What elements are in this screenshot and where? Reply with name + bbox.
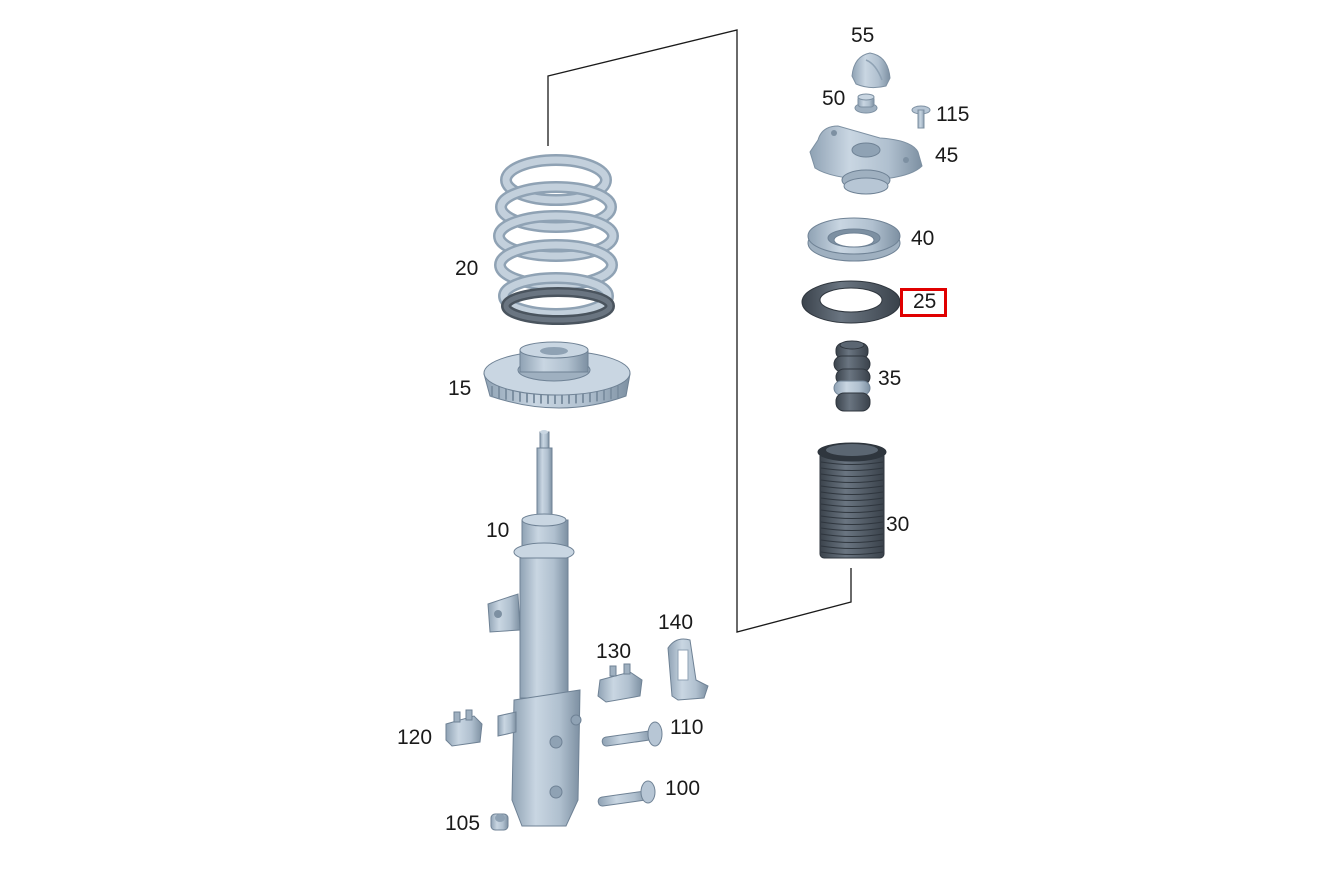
- bolt-100-part: [597, 780, 656, 807]
- part-label-15[interactable]: 15: [448, 377, 472, 400]
- part-label-30[interactable]: 30: [886, 513, 910, 536]
- part-label-105[interactable]: 105: [445, 812, 481, 835]
- part-label-110[interactable]: 110: [670, 716, 704, 739]
- part-label-45[interactable]: 45: [935, 144, 959, 167]
- nut-105-part: [490, 813, 509, 831]
- part-label-40[interactable]: 40: [911, 227, 935, 250]
- part-label-25-highlighted[interactable]: 25: [900, 288, 948, 317]
- cap-part: [851, 52, 891, 89]
- part-label-35[interactable]: 35: [878, 367, 902, 390]
- strut-mount-part: [809, 125, 923, 195]
- spring-seat-part: [483, 341, 631, 409]
- clip-130-part: [597, 663, 643, 703]
- coil-spring-part: [493, 154, 619, 325]
- part-label-50[interactable]: 50: [822, 87, 846, 110]
- dust-boot-part: [817, 442, 887, 559]
- screw-part: [911, 105, 931, 129]
- part-label-55[interactable]: 55: [851, 24, 875, 47]
- clip-120-part: [445, 709, 517, 747]
- bearing-part: [807, 217, 901, 262]
- spring-pad-part: [801, 280, 901, 324]
- part-label-115[interactable]: 115: [936, 103, 970, 126]
- assembly-bracket-line: [547, 29, 852, 633]
- nut-part: [854, 93, 878, 114]
- part-label-20[interactable]: 20: [455, 257, 479, 280]
- shock-absorber-part: [487, 430, 582, 827]
- part-label-10[interactable]: 10: [486, 519, 510, 542]
- part-label-130[interactable]: 130: [596, 640, 632, 663]
- bolt-110-part: [601, 721, 663, 747]
- part-label-100[interactable]: 100: [665, 777, 701, 800]
- part-label-120[interactable]: 120: [397, 726, 433, 749]
- bracket-part: [667, 638, 709, 701]
- bump-stop-part: [833, 340, 871, 412]
- part-label-140[interactable]: 140: [658, 611, 694, 634]
